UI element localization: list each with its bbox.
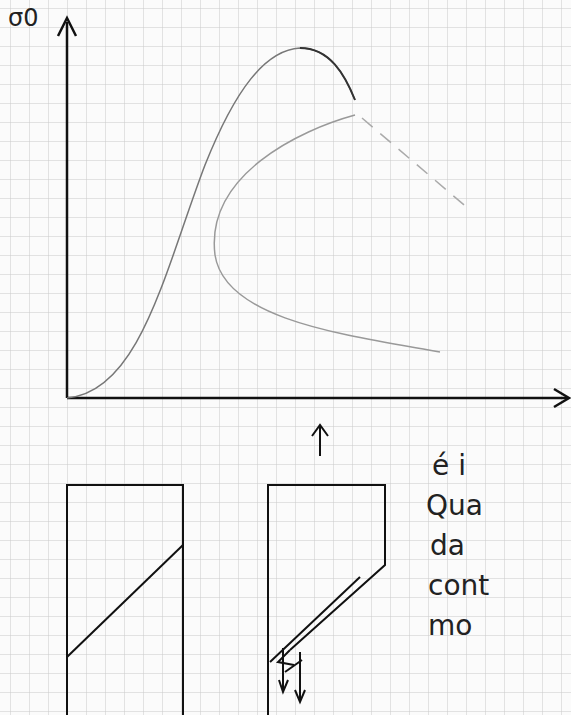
axis-label: σ0 bbox=[8, 6, 38, 30]
load-curve bbox=[67, 48, 355, 398]
note-text: Qua bbox=[426, 492, 483, 520]
note-text: mo bbox=[428, 612, 472, 640]
load-arrow bbox=[312, 425, 328, 456]
peak-segment bbox=[300, 48, 355, 100]
specimens bbox=[67, 485, 385, 715]
note-text: cont bbox=[428, 572, 489, 600]
dashed-branch bbox=[362, 118, 470, 210]
note-text: é i bbox=[432, 452, 466, 480]
snapback-curve bbox=[214, 115, 440, 352]
note-text: da bbox=[430, 532, 465, 560]
axes bbox=[58, 18, 569, 407]
